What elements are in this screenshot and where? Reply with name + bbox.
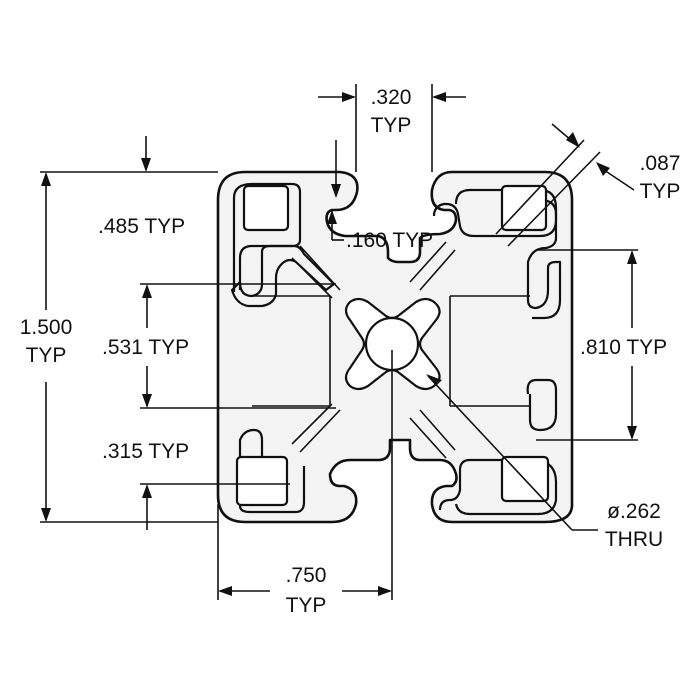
corner-pockets: [235, 184, 550, 507]
offset-label: .315 TYP: [102, 440, 189, 463]
slot-width-note: TYP: [371, 114, 412, 137]
slot-width-label: .320: [371, 86, 412, 109]
diagonal-webs: [252, 241, 530, 459]
hole-note: THRU: [605, 528, 663, 551]
overall-label: 1.500: [20, 316, 73, 339]
lip-thickness-label: .160 TYP: [346, 229, 433, 252]
wall-note: TYP: [640, 180, 681, 203]
pitch-note: TYP: [286, 594, 327, 617]
lip-depth-label: .485 TYP: [98, 215, 185, 238]
slot-span-label: .810 TYP: [580, 336, 667, 359]
overall-note: TYP: [26, 344, 67, 367]
pitch-label: .750: [286, 564, 327, 587]
hole-dia-label: ø.262: [607, 500, 661, 523]
dimension-labels: .320 TYP .087 TYP .485 TYP .160 TYP 1.50…: [20, 86, 681, 617]
wall-label: .087: [640, 152, 681, 175]
core-width-label: .531 TYP: [102, 336, 189, 359]
dimension-lines: [40, 84, 638, 600]
center-core: [344, 297, 441, 391]
